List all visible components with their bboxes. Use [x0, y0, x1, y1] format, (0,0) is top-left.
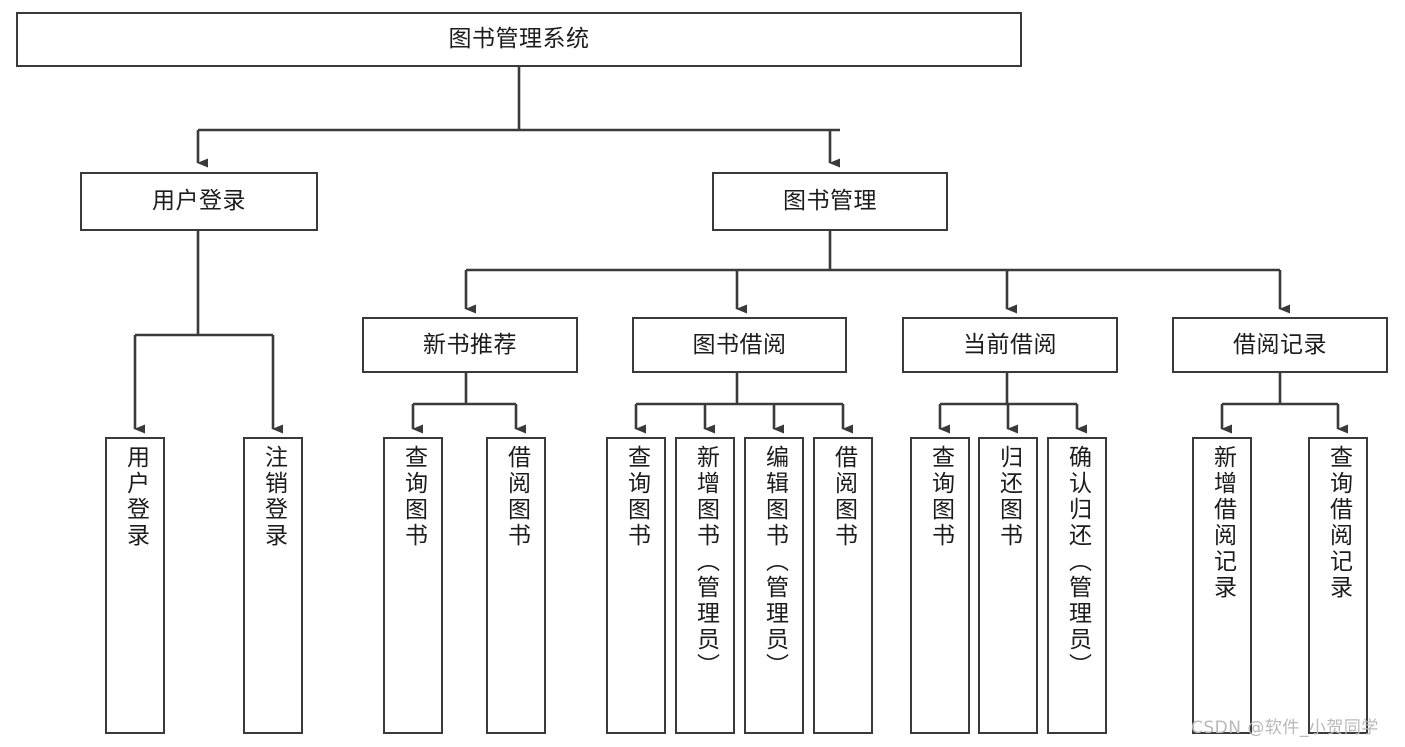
- node-leaf-add-borrow-record[interactable]: 新增借阅记录: [1192, 437, 1252, 734]
- node-leaf-return-book[interactable]: 归还图书: [978, 437, 1038, 734]
- node-leaf-borrow-book-2[interactable]: 借阅图书: [813, 437, 873, 734]
- node-book-management-label: 图书管理: [783, 188, 877, 215]
- node-new-book-recommend-label: 新书推荐: [423, 331, 517, 358]
- node-root-label: 图书管理系统: [448, 26, 590, 53]
- node-leaf-logout-login[interactable]: 注销登录: [243, 437, 303, 734]
- node-leaf-logout-login-label: 注销登录: [260, 445, 287, 549]
- node-root[interactable]: 图书管理系统: [16, 12, 1022, 67]
- node-leaf-query-borrow-record[interactable]: 查询借阅记录: [1308, 437, 1368, 734]
- node-leaf-query-book-3-label: 查询图书: [927, 445, 954, 549]
- node-book-management[interactable]: 图书管理: [712, 172, 948, 231]
- node-new-book-recommend[interactable]: 新书推荐: [362, 317, 578, 373]
- node-current-borrow[interactable]: 当前借阅: [902, 317, 1118, 373]
- node-leaf-add-book-admin-label: 新增图书（管理员）: [692, 445, 719, 679]
- node-borrow-record[interactable]: 借阅记录: [1172, 317, 1388, 373]
- node-leaf-borrow-book-1-label: 借阅图书: [503, 445, 530, 549]
- node-leaf-query-book-2[interactable]: 查询图书: [606, 437, 666, 734]
- node-book-borrow-label: 图书借阅: [692, 331, 787, 358]
- node-leaf-edit-book-admin-label: 编辑图书（管理员）: [761, 445, 788, 679]
- node-leaf-add-book-admin[interactable]: 新增图书（管理员）: [675, 437, 735, 734]
- node-leaf-query-book-2-label: 查询图书: [623, 445, 650, 549]
- node-leaf-borrow-book-1[interactable]: 借阅图书: [486, 437, 546, 734]
- node-leaf-user-login-label: 用户登录: [122, 445, 149, 549]
- node-leaf-edit-book-admin[interactable]: 编辑图书（管理员）: [744, 437, 804, 734]
- node-leaf-query-borrow-record-label: 查询借阅记录: [1325, 445, 1352, 601]
- node-current-borrow-label: 当前借阅: [963, 331, 1057, 358]
- node-borrow-record-label: 借阅记录: [1233, 331, 1327, 358]
- node-leaf-user-login[interactable]: 用户登录: [105, 437, 165, 734]
- node-leaf-confirm-return-admin[interactable]: 确认归还（管理员）: [1047, 437, 1107, 734]
- node-leaf-add-borrow-record-label: 新增借阅记录: [1209, 445, 1236, 601]
- node-book-borrow[interactable]: 图书借阅: [632, 317, 847, 373]
- node-leaf-query-book-1-label: 查询图书: [400, 445, 427, 549]
- csdn-watermark: CSDN @软件_小贺同学: [1191, 718, 1379, 738]
- node-leaf-confirm-return-admin-label: 确认归还（管理员）: [1064, 445, 1091, 679]
- node-user-login[interactable]: 用户登录: [80, 172, 318, 231]
- node-user-login-label: 用户登录: [152, 188, 246, 215]
- node-leaf-query-book-3[interactable]: 查询图书: [910, 437, 970, 734]
- node-leaf-borrow-book-2-label: 借阅图书: [830, 445, 857, 549]
- node-leaf-return-book-label: 归还图书: [995, 445, 1022, 549]
- node-leaf-query-book-1[interactable]: 查询图书: [383, 437, 443, 734]
